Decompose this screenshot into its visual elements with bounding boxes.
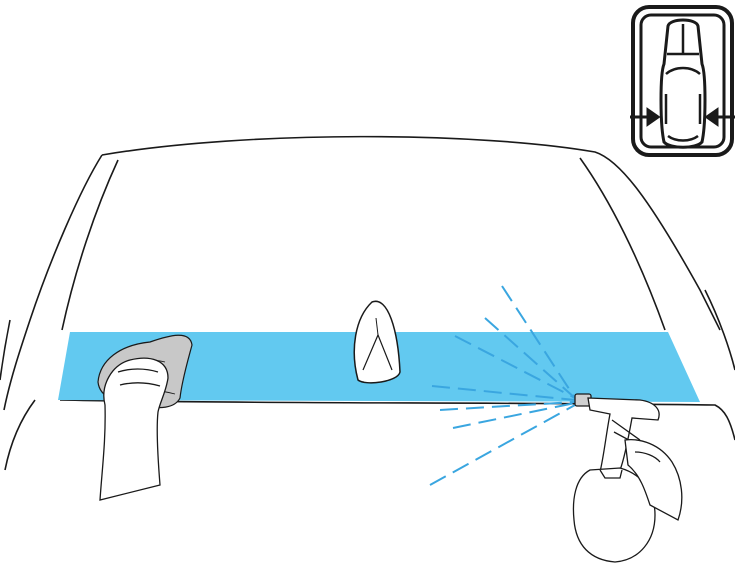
antenna-fin-icon (354, 301, 400, 383)
car-top-view-icon (630, 4, 735, 158)
hand-left (100, 358, 168, 500)
